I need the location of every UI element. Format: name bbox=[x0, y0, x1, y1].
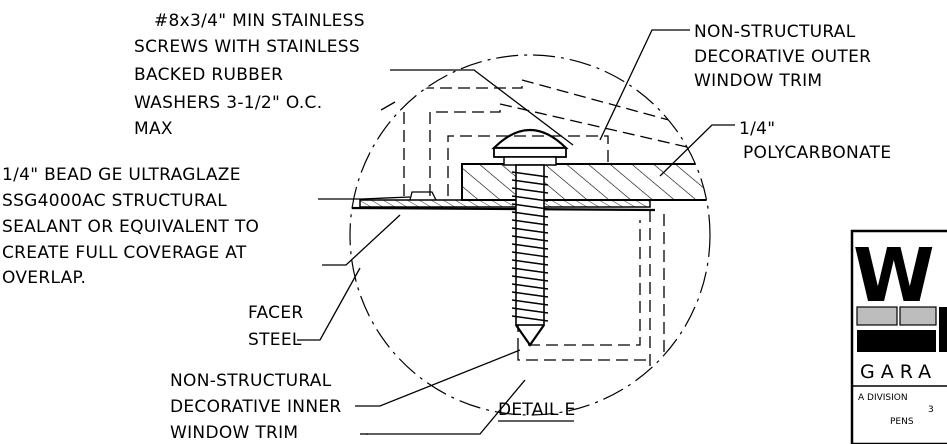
svg-text:#8x3/4" MIN STAINLESS: #8x3/4" MIN STAINLESS bbox=[154, 11, 365, 31]
svg-text:BACKED RUBBER: BACKED RUBBER bbox=[134, 65, 283, 85]
svg-text:STEEL: STEEL bbox=[248, 330, 302, 350]
svg-text:OVERLAP.: OVERLAP. bbox=[2, 268, 86, 288]
svg-text:SSG4000AC STRUCTURAL: SSG4000AC STRUCTURAL bbox=[2, 191, 227, 211]
svg-text:A DIVISION: A DIVISION bbox=[858, 393, 908, 403]
svg-text:POLYCARBONATE: POLYCARBONATE bbox=[743, 143, 891, 163]
svg-text:SEALANT OR EQUIVALENT TO: SEALANT OR EQUIVALENT TO bbox=[2, 217, 259, 237]
svg-text:WASHERS 3-1/2" O.C.: WASHERS 3-1/2" O.C. bbox=[134, 93, 322, 113]
screw bbox=[491, 128, 569, 347]
logo-window-1 bbox=[856, 306, 898, 326]
inner-trim-label: NON-STRUCTURAL DECORATIVE INNER WINDOW T… bbox=[170, 371, 342, 443]
svg-text:FACER: FACER bbox=[248, 303, 303, 323]
svg-text:NON-STRUCTURAL: NON-STRUCTURAL bbox=[694, 22, 856, 42]
outer-trim-inner-dash bbox=[447, 135, 609, 196]
detail-title: DETAIL E bbox=[498, 400, 576, 420]
screws-label: #8x3/4" MIN STAINLESS SCREWS WITH STAINL… bbox=[134, 11, 365, 139]
sealant-strip bbox=[359, 199, 651, 208]
facer-steel-label: FACER STEEL bbox=[248, 303, 303, 350]
detail-circle bbox=[349, 54, 711, 416]
svg-text:NON-STRUCTURAL: NON-STRUCTURAL bbox=[170, 371, 332, 391]
svg-text:3: 3 bbox=[928, 405, 934, 415]
svg-text:1/4" BEAD GE ULTRAGLAZE: 1/4" BEAD GE ULTRAGLAZE bbox=[2, 165, 241, 185]
svg-text:MAX: MAX bbox=[134, 119, 173, 139]
svg-text:PENS: PENS bbox=[890, 417, 914, 427]
sealant-label: 1/4" BEAD GE ULTRAGLAZE SSG4000AC STRUCT… bbox=[2, 165, 259, 288]
svg-text:DECORATIVE INNER: DECORATIVE INNER bbox=[170, 397, 342, 417]
svg-text:1/4": 1/4" bbox=[739, 119, 775, 139]
logo-window-2 bbox=[899, 306, 937, 326]
polycarbonate-label: 1/4" POLYCARBONATE bbox=[739, 119, 891, 163]
svg-text:DECORATIVE OUTER: DECORATIVE OUTER bbox=[694, 47, 871, 67]
company-logo: W GARA A DIVISION 3 PENS bbox=[850, 229, 947, 444]
svg-text:WINDOW TRIM: WINDOW TRIM bbox=[170, 423, 298, 443]
svg-text:CREATE FULL COVERAGE AT: CREATE FULL COVERAGE AT bbox=[2, 243, 247, 263]
svg-text:SCREWS WITH STAINLESS: SCREWS WITH STAINLESS bbox=[134, 37, 360, 57]
svg-text:W: W bbox=[853, 233, 935, 319]
svg-text:GARA: GARA bbox=[860, 361, 937, 383]
svg-text:WINDOW TRIM: WINDOW TRIM bbox=[694, 71, 822, 91]
inner-trim-profile bbox=[517, 210, 665, 380]
polycarbonate-panel bbox=[461, 163, 710, 201]
outer-trim-label: NON-STRUCTURAL DECORATIVE OUTER WINDOW T… bbox=[694, 22, 871, 91]
